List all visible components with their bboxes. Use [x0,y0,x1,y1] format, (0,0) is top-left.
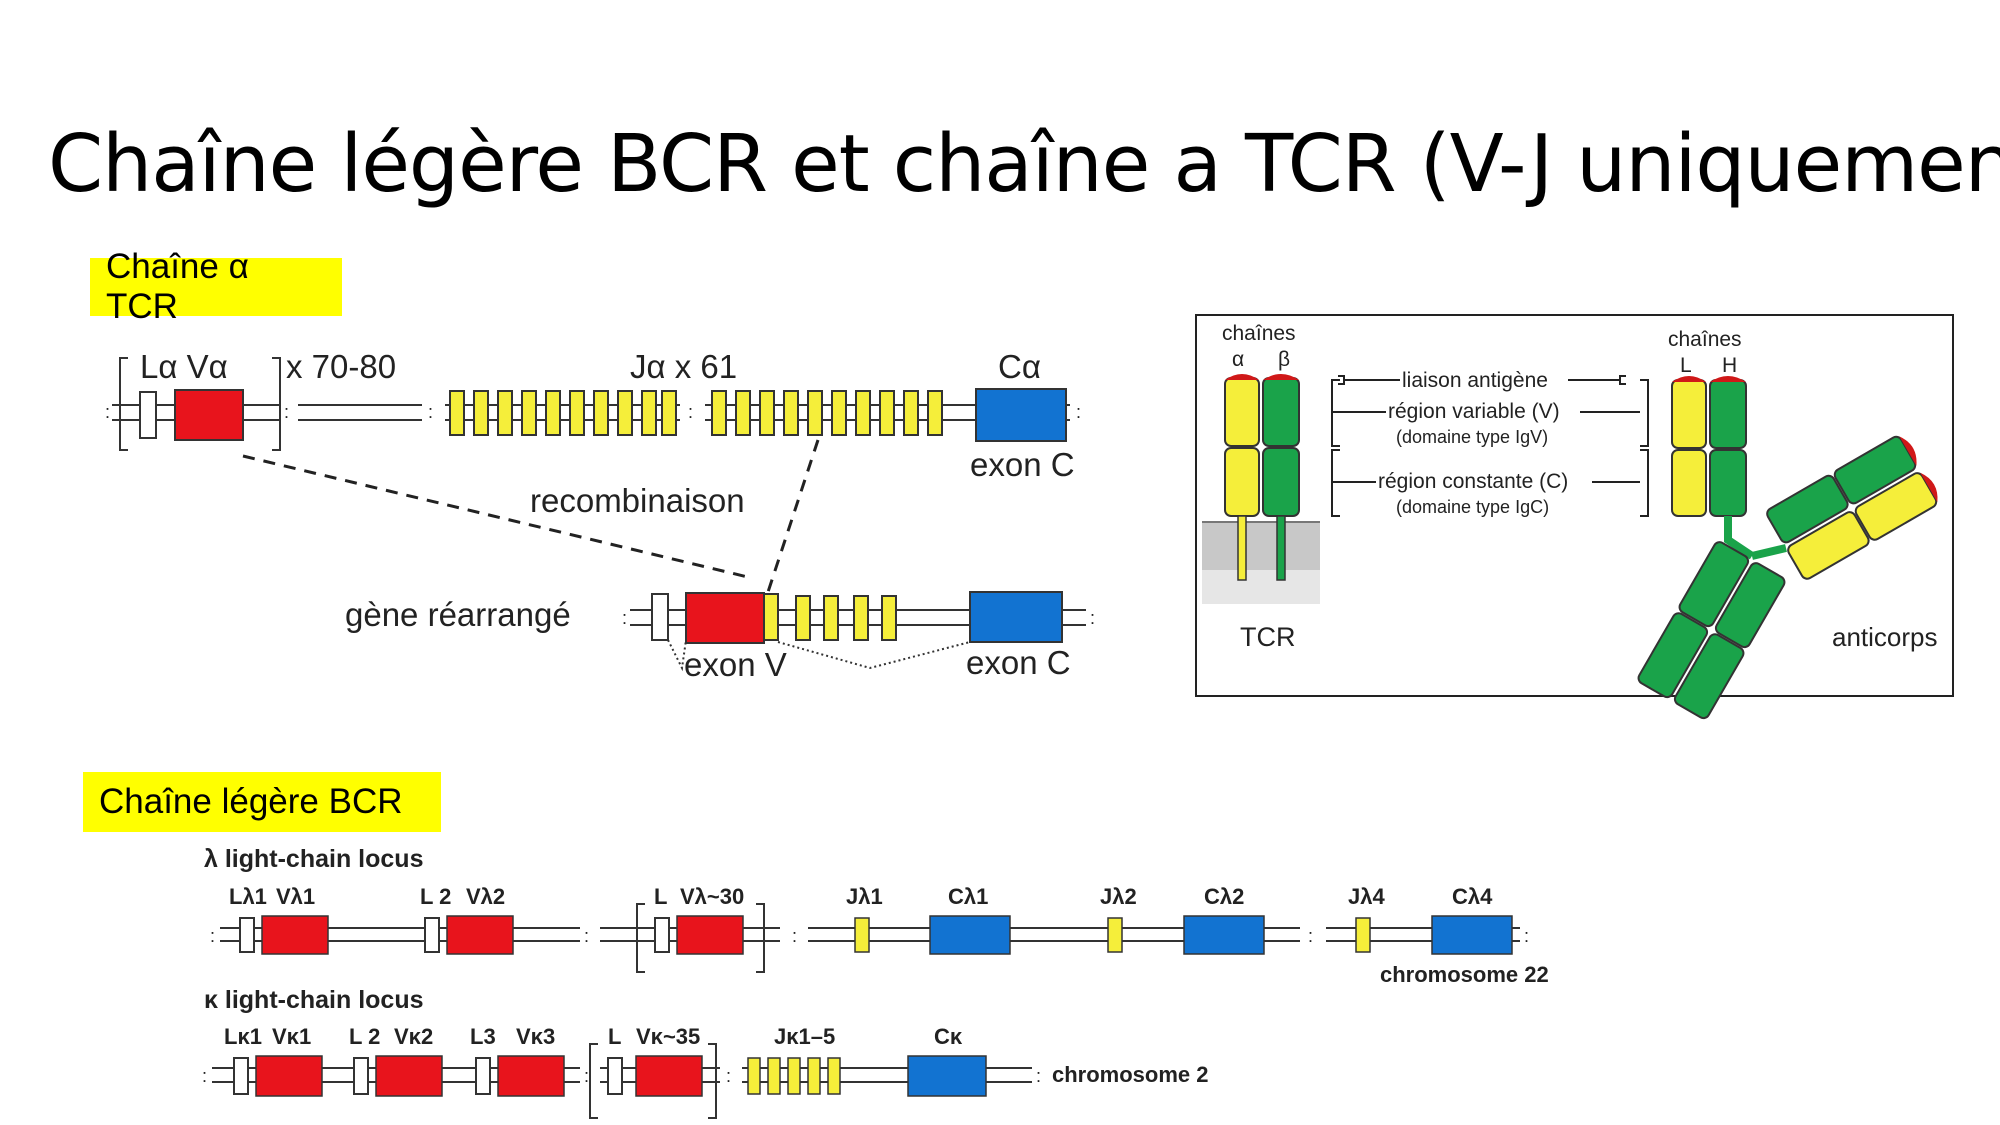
rearranged-v-segment [685,592,765,644]
anticorps-label: anticorps [1832,622,1938,652]
L-label: L [1680,354,1692,377]
kappa-label: Vκ1 [272,1024,311,1049]
svg-text::: : [428,402,433,422]
lambda-label: Cλ1 [948,884,988,909]
svg-text::: : [688,402,693,422]
svg-text::: : [726,1066,731,1086]
lambda-label: Vλ~30 [680,884,744,909]
tcr-v-segment [174,389,244,441]
lambda-locus: λ light-chain locus : : : : : Lλ1 Vλ1 L … [204,845,1549,987]
kappa-label: Vκ~35 [636,1024,700,1049]
tcr-j-segments-group-1 [449,390,677,436]
kappa-label: L [608,1024,621,1049]
lambda-label: Vλ2 [466,884,505,909]
tcr-alpha-locus: : : : : : Lα Vα x 70-80 Jα x 61 Cα exon … [105,348,1095,683]
svg-text::: : [1524,926,1529,946]
kappa-label: L3 [470,1024,496,1049]
svg-text::: : [584,926,589,946]
lambda-v2 [446,915,514,955]
svg-text::: : [1308,926,1313,946]
tcr-ja-label: Jα x 61 [630,348,737,385]
svg-text::: : [1036,1066,1041,1086]
kappa-label: Vκ2 [394,1024,433,1049]
svg-text::: : [584,1066,589,1086]
lambda-j4 [1355,917,1371,953]
lambda-label: Cλ4 [1452,884,1493,909]
region-c-label: région constante (C) [1378,470,1568,493]
svg-text::: : [210,926,215,946]
svg-text::: : [792,926,797,946]
tcr-l-box [139,391,157,439]
lambda-label: L 2 [420,884,451,909]
chromosome-2-label: chromosome 2 [1052,1062,1209,1087]
kappa-label: Cκ [934,1024,963,1049]
kappa-label: L 2 [349,1024,380,1049]
svg-text::: : [622,608,627,628]
tcr-repeat-v-label: x 70-80 [286,348,396,385]
lambda-c4 [1431,915,1513,955]
lambda-c1 [929,915,1011,955]
lambda-label: Jλ4 [1348,884,1385,909]
gene-rearrange-label: gène réarrangé [345,596,571,633]
rearranged-c-segment [969,591,1063,643]
tcr-exon-c-bottom-label: exon C [966,644,1071,681]
kappa-label: Jκ1–5 [774,1024,835,1049]
kappa-v35 [635,1055,703,1097]
kappa-label: Lκ1 [224,1024,262,1049]
kappa-c [907,1055,987,1097]
domaine-v-label: (domaine type IgV) [1396,427,1548,447]
lambda-v30 [676,915,744,955]
kappa-j-segments [747,1057,841,1095]
lambda-locus-header: λ light-chain locus [204,845,423,873]
lambda-label: L [654,884,667,909]
lambda-label: Lλ1 [229,884,267,909]
svg-text::: : [202,1066,207,1086]
tcr-la-va-label: Lα Vα [140,348,228,385]
tcr-ca-label: Cα [998,348,1041,385]
chromosome-22-label: chromosome 22 [1380,962,1549,987]
lambda-j1 [854,917,870,953]
structure-panel: chaînes α β TCR liaison antigène région … [1195,314,1954,720]
kappa-locus: κ light-chain locus : : : : Lκ1 Vκ1 L 2 [202,986,1209,1119]
liaison-label: liaison antigène [1402,369,1548,392]
kappa-v1 [255,1055,323,1097]
page-title: Chaîne légère BCR et chaîne a TCR (V-J u… [48,118,2000,210]
bcr-section-tag: Chaîne légère BCR [83,772,441,832]
rearranged-l-box [651,593,669,641]
chaines-left-label: chaînes [1222,322,1296,345]
tcr-section-tag: Chaîne α TCR [90,247,342,326]
tcr-c-segment [975,388,1067,442]
kappa-v3 [497,1055,565,1097]
tcr-label: TCR [1240,622,1296,652]
kappa-v2 [375,1055,443,1097]
tcr-j-segments-group-2 [711,390,943,436]
lambda-label: Cλ2 [1204,884,1244,909]
lambda-j2 [1107,917,1123,953]
H-label: H [1722,354,1737,377]
kappa-label: Vκ3 [516,1024,555,1049]
lambda-label: Vλ1 [276,884,315,909]
beta-label: β [1278,348,1290,371]
tcr-exon-c-top-label: exon C [970,446,1075,483]
chaines-right-label: chaînes [1668,328,1742,351]
region-v-label: région variable (V) [1388,400,1560,423]
lambda-c2 [1183,915,1265,955]
svg-text::: : [105,402,110,422]
svg-text::: : [1090,608,1095,628]
svg-text::: : [284,402,289,422]
svg-text::: : [1076,402,1081,422]
kappa-locus-header: κ light-chain locus [204,986,424,1014]
exon-v-label: exon V [684,646,787,683]
lambda-label: Jλ2 [1100,884,1137,909]
alpha-label: α [1232,348,1244,371]
domaine-c-label: (domaine type IgC) [1396,497,1549,517]
lambda-v1 [261,915,329,955]
lambda-label: Jλ1 [846,884,883,909]
recombinaison-label: recombinaison [530,482,745,519]
